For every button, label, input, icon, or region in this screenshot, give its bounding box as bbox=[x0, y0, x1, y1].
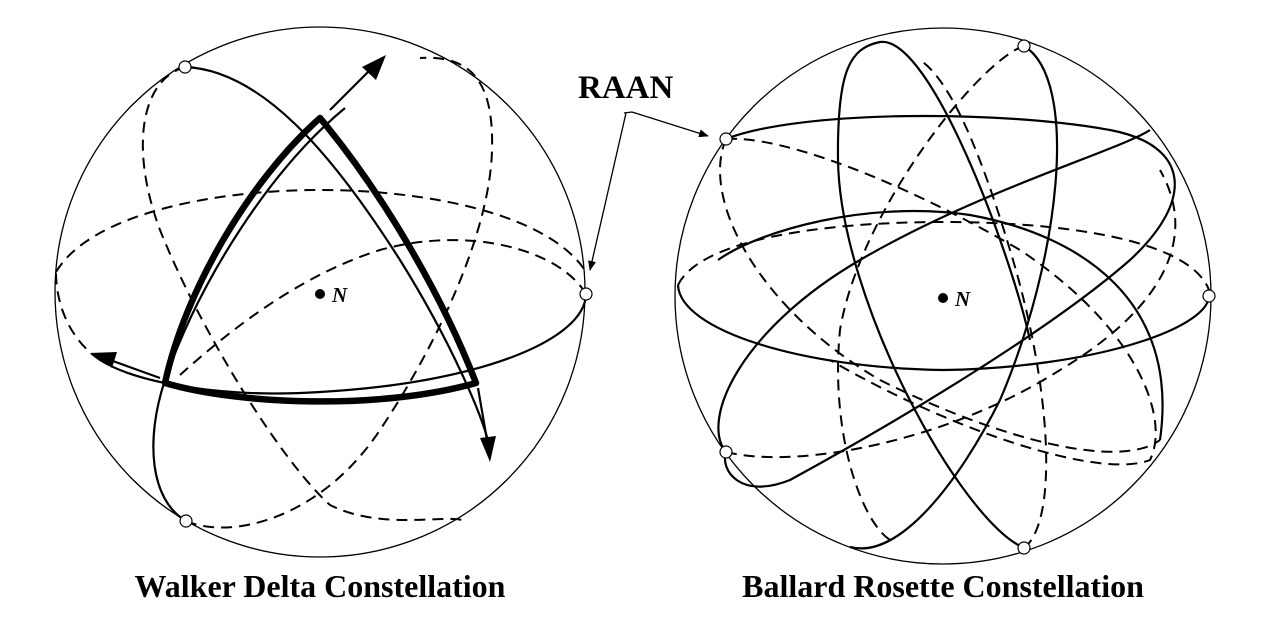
ballard-orbit-1-back bbox=[837, 45, 1025, 541]
ballard-orbit-2-back bbox=[919, 59, 1048, 549]
walker-orbit-a-front bbox=[184, 65, 492, 451]
ballard-equator-back bbox=[677, 220, 1210, 291]
walker-node-top bbox=[178, 60, 192, 74]
ballard-orbit-4-front bbox=[717, 129, 1151, 453]
ballard-center-label: N bbox=[954, 287, 971, 311]
ballard-node-lower-left bbox=[719, 445, 733, 459]
walker-orbit-b-front bbox=[152, 107, 346, 522]
walker-arrow-left bbox=[109, 358, 161, 380]
walker-orbit-c-back2 bbox=[55, 271, 101, 361]
ballard-orbit-1-front bbox=[849, 45, 1059, 550]
ballard-equator-front bbox=[676, 284, 1211, 372]
ballard-node-right bbox=[1202, 289, 1216, 303]
ballard-node-upper-left bbox=[719, 132, 733, 146]
walker-orbit-a-back bbox=[141, 66, 463, 521]
ballard-orbit-2-front bbox=[836, 40, 1032, 550]
walker-delta-sphere: N bbox=[54, 26, 593, 558]
walker-node-right bbox=[579, 287, 593, 301]
walker-title: Walker Delta Constellation bbox=[135, 568, 506, 604]
ballard-orbit-4-back bbox=[725, 137, 1157, 466]
ballard-node-top bbox=[1017, 39, 1031, 53]
ballard-center-dot bbox=[938, 293, 948, 303]
ballard-orbit-5-front bbox=[717, 209, 1164, 441]
walker-delta-triangle bbox=[161, 114, 480, 405]
walker-equator-front bbox=[99, 293, 588, 395]
walker-center-dot bbox=[315, 289, 325, 299]
walker-equator-back bbox=[55, 188, 587, 273]
ballard-title: Ballard Rosette Constellation bbox=[742, 568, 1144, 604]
ballard-orbit-3-front bbox=[723, 114, 1176, 488]
walker-arrow-up bbox=[329, 67, 373, 111]
walker-arrowhead-down bbox=[480, 436, 496, 462]
walker-center-label: N bbox=[331, 283, 348, 307]
walker-arrowhead-left bbox=[90, 352, 117, 368]
ballard-orbit-5-back bbox=[725, 169, 1177, 459]
raan-pointer-line bbox=[623, 111, 709, 138]
walker-arrowhead-up bbox=[362, 55, 386, 80]
raan-annotation: RAAN bbox=[578, 70, 709, 271]
walker-node-bottom bbox=[179, 514, 193, 528]
walker-orbit-c-back bbox=[179, 239, 587, 376]
ballard-node-bottom bbox=[1017, 541, 1031, 555]
raan-label: RAAN bbox=[578, 70, 673, 106]
walker-arrow-down bbox=[476, 387, 489, 441]
ballard-rosette-sphere: N bbox=[674, 27, 1216, 565]
raan-pointer-line-2 bbox=[588, 112, 627, 271]
